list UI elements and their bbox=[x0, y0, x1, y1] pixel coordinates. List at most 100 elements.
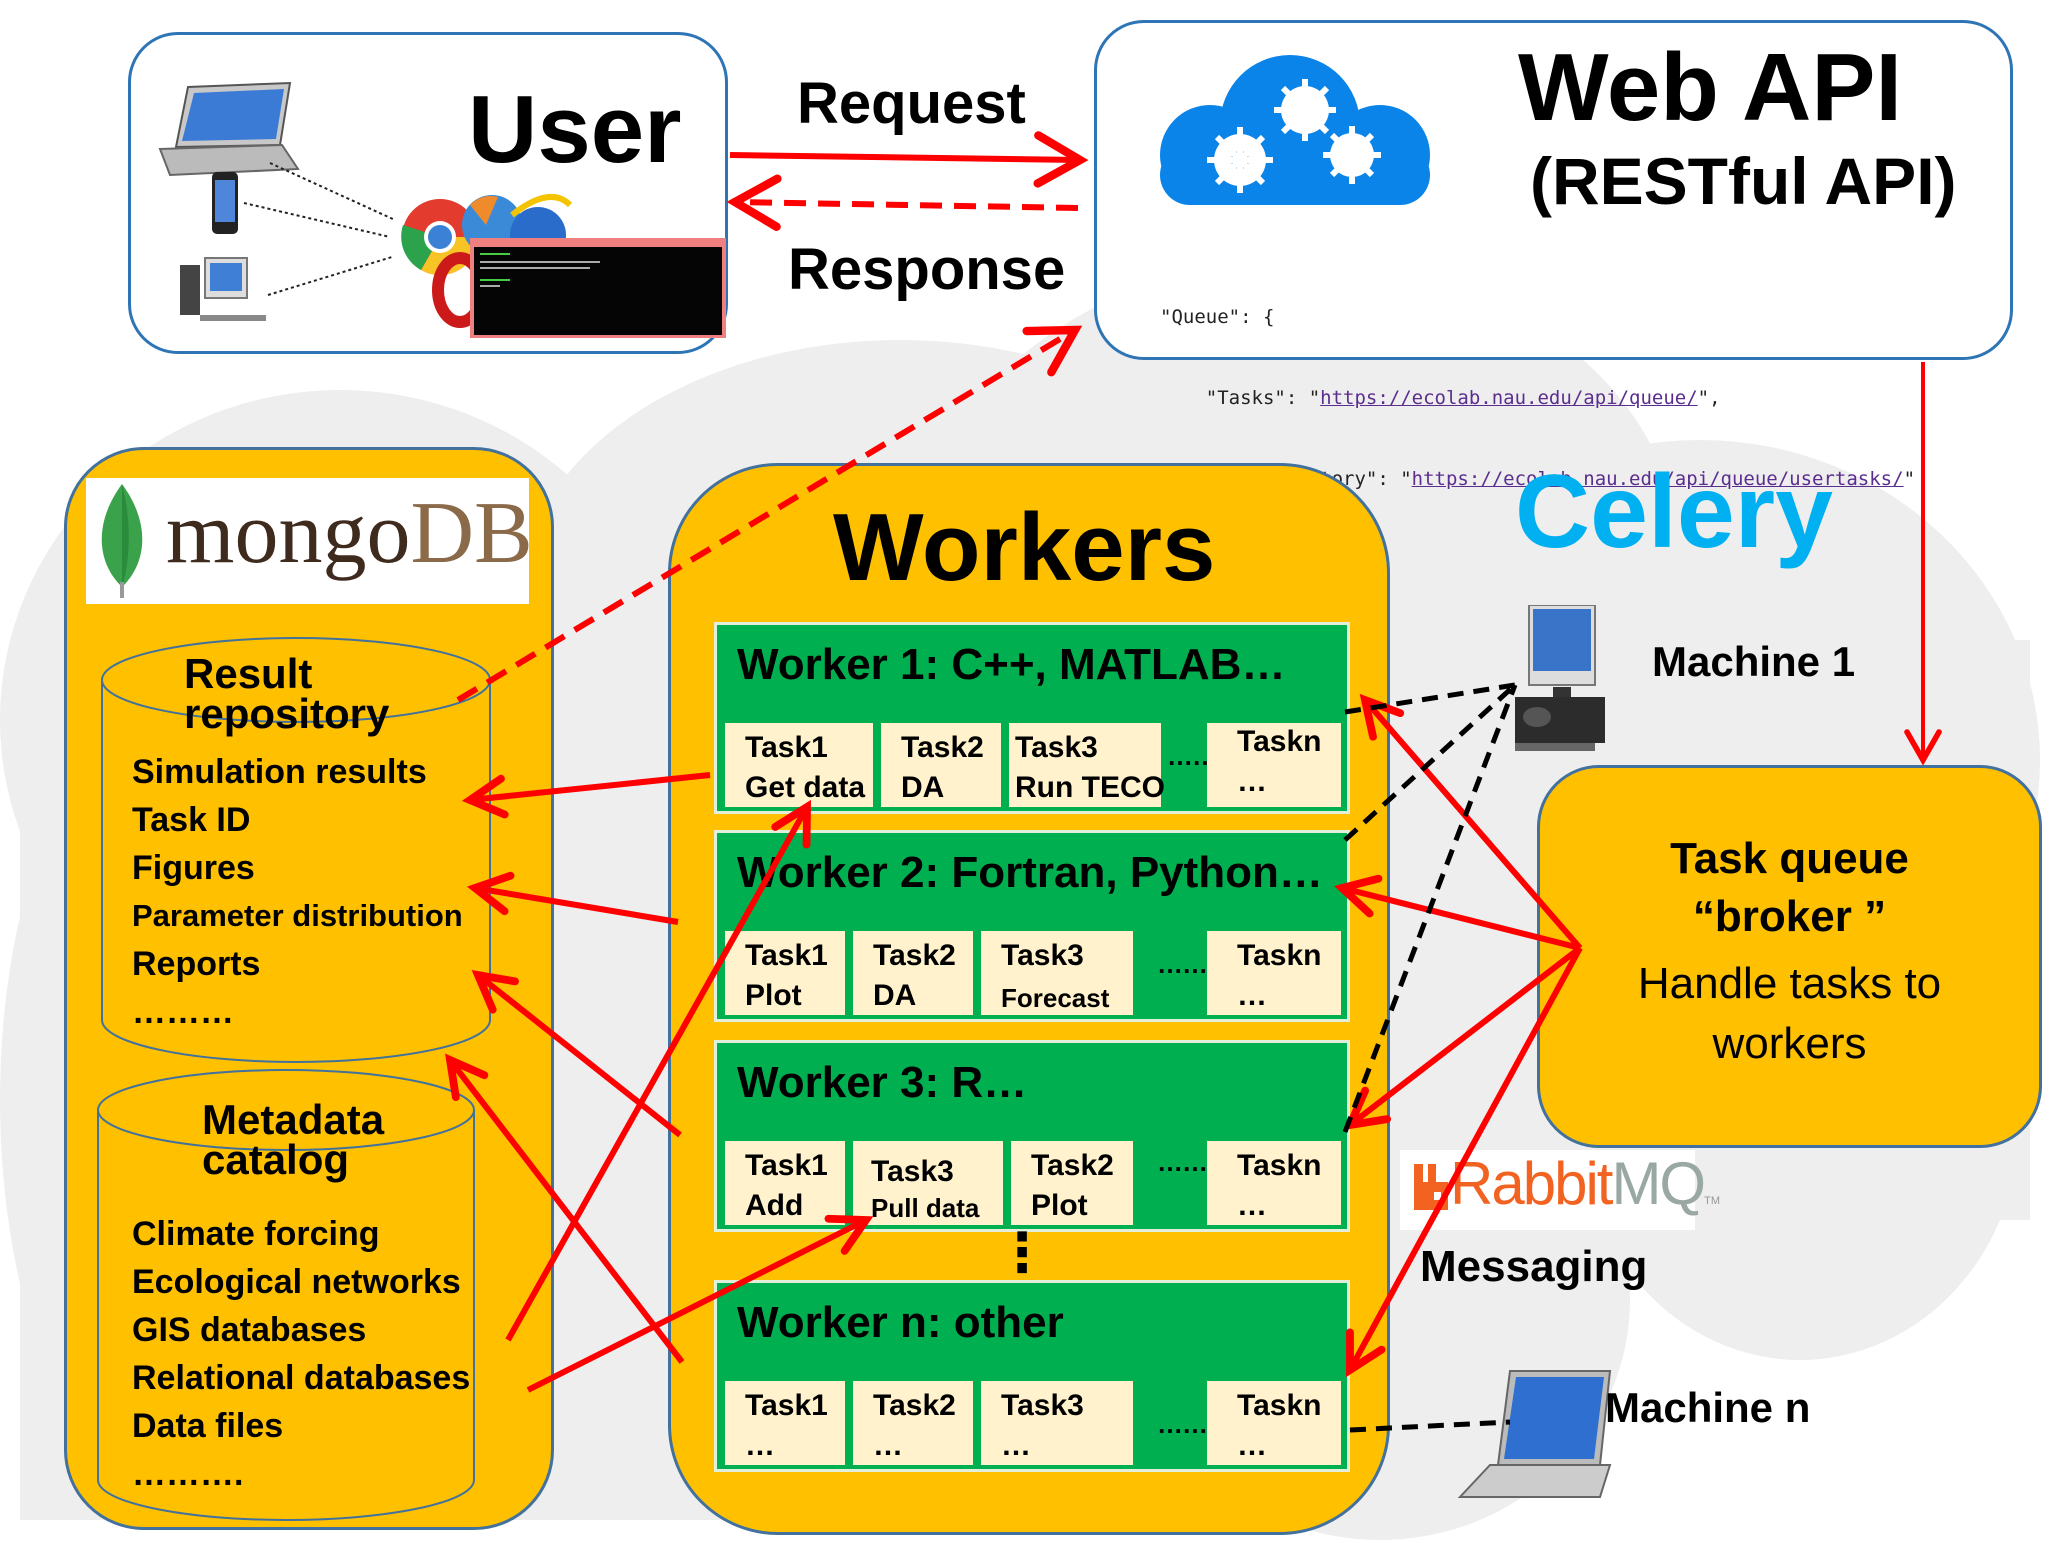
json-punct: ", bbox=[1697, 387, 1721, 409]
tasks-url-link[interactable]: https://ecolab.nau.edu/api/queue/ bbox=[1320, 387, 1698, 409]
result-repository-items: Simulation results Task ID Figures Param… bbox=[132, 748, 463, 1036]
task-card[interactable]: Taskn… bbox=[1207, 931, 1341, 1015]
worker-n: Worker n: other Task1… Task2… Task3… …… … bbox=[714, 1280, 1350, 1472]
task-queue-description-line1: Handle tasks to bbox=[1637, 959, 1942, 1008]
mongodb-logo: mongoDB bbox=[86, 478, 533, 604]
metadata-catalog-items: Climate forcing Ecological networks GIS … bbox=[132, 1210, 470, 1498]
task-card[interactable]: Taskn… bbox=[1207, 1141, 1341, 1225]
metadata-item: Ecological networks bbox=[132, 1263, 461, 1301]
task-desc: Pull data bbox=[871, 1193, 980, 1223]
metadata-catalog-title-line2: catalog bbox=[202, 1136, 350, 1183]
task-desc: … bbox=[1237, 1189, 1267, 1222]
task-card[interactable]: Taskn… bbox=[1207, 723, 1341, 807]
mongodb-logo-text: mongoDB bbox=[166, 490, 533, 578]
task-card[interactable]: Task3 … bbox=[981, 1381, 1133, 1465]
task-desc: … bbox=[1237, 1429, 1267, 1462]
smartphone-icon bbox=[212, 172, 238, 234]
worker-title: Worker 1: C++, MATLAB… bbox=[737, 640, 1286, 689]
result-repository-title-line1: Result bbox=[184, 650, 313, 697]
response-label: Response bbox=[788, 237, 1066, 302]
machine-n-label: Machine n bbox=[1605, 1384, 1811, 1431]
task-desc: … bbox=[873, 1429, 903, 1462]
machine-n-laptop-icon bbox=[1457, 1370, 1612, 1498]
task-name: Taskn bbox=[1237, 725, 1322, 758]
json-key-tasks: "Tasks": " bbox=[1160, 387, 1321, 409]
task-card[interactable]: Taskn… bbox=[1207, 1381, 1341, 1465]
task-name: Task1 bbox=[745, 1389, 828, 1422]
celery-title: Celery bbox=[1515, 454, 1833, 570]
mongodb-leaf-icon bbox=[101, 484, 143, 598]
request-label: Request bbox=[797, 71, 1026, 136]
task-desc: Plot bbox=[1031, 1189, 1088, 1222]
messaging-label: Messaging bbox=[1420, 1242, 1648, 1291]
task-name: Task2 bbox=[873, 1389, 956, 1422]
task-gap-ellipsis: …… bbox=[1157, 1147, 1208, 1177]
rabbitmq-trademark: TM bbox=[1704, 1195, 1720, 1207]
task-card[interactable]: Task1… bbox=[725, 1381, 845, 1465]
metadata-item: Data files bbox=[132, 1407, 284, 1445]
task-desc: Run TECO bbox=[1015, 771, 1165, 804]
workers-title: Workers bbox=[833, 494, 1216, 601]
task-name: Task2 bbox=[901, 731, 984, 764]
rabbitmq-text-b: MQ bbox=[1611, 1150, 1706, 1217]
task-gap-ellipsis: …… bbox=[1157, 1409, 1208, 1439]
task-name: Task1 bbox=[745, 1149, 828, 1182]
result-item: Simulation results bbox=[132, 753, 427, 791]
tasks-history-url-link[interactable]: https://ecolab.nau.edu/api/queue/usertas… bbox=[1411, 468, 1904, 490]
machine-1-desktop-icon bbox=[1515, 605, 1605, 751]
task-name: Task1 bbox=[745, 939, 828, 972]
task-desc: DA bbox=[901, 771, 945, 804]
result-item: Task ID bbox=[132, 801, 251, 839]
worker-title: Worker n: other bbox=[737, 1298, 1064, 1347]
task-desc: … bbox=[1001, 1429, 1031, 1462]
rabbitmq-logo-text: RabbitMQTM bbox=[1450, 1154, 1720, 1214]
task-name: Task2 bbox=[1031, 1149, 1114, 1182]
json-line-tasks: "Tasks": "https://ecolab.nau.edu/api/que… bbox=[1160, 385, 1915, 412]
task-name: Task3 bbox=[1001, 939, 1084, 972]
database-cylinders bbox=[97, 637, 491, 1521]
metadata-catalog-title: Metadata catalog bbox=[202, 1096, 385, 1183]
worker-title: Worker 2: Fortran, Python… bbox=[737, 848, 1323, 897]
web-api-title: Web API bbox=[1518, 34, 1903, 141]
mongodb-logo-text-a: mongo bbox=[166, 485, 411, 582]
desktop-computer-icon bbox=[180, 257, 266, 321]
result-item: Reports bbox=[132, 945, 261, 983]
task-queue-description-line2: workers bbox=[1712, 1019, 1867, 1068]
task-desc: Plot bbox=[745, 979, 802, 1012]
metadata-item: Climate forcing bbox=[132, 1215, 380, 1253]
rabbitmq-icon bbox=[1414, 1164, 1448, 1210]
task-gap-ellipsis: …… bbox=[1157, 949, 1208, 979]
user-title: User bbox=[468, 76, 682, 183]
metadata-item: GIS databases bbox=[132, 1311, 367, 1349]
task-name: Task2 bbox=[873, 939, 956, 972]
task-name: Task1 bbox=[745, 731, 828, 764]
json-punct: " bbox=[1903, 468, 1916, 490]
task-name: Task3 bbox=[1015, 731, 1098, 764]
task-card[interactable]: Task2 … bbox=[853, 1381, 973, 1465]
result-repository-title: Result repository bbox=[184, 650, 389, 735]
task-name: Task3 bbox=[1001, 1389, 1084, 1422]
laptop-icon bbox=[158, 81, 300, 177]
metadata-catalog-title-line1: Metadata bbox=[202, 1096, 385, 1143]
rabbitmq-text-a: Rabbit bbox=[1450, 1150, 1613, 1217]
metadata-catalog-cylinder bbox=[97, 1069, 475, 1521]
metadata-item: ………. bbox=[132, 1455, 244, 1493]
terminal-window-icon bbox=[470, 238, 726, 338]
task-desc: Add bbox=[745, 1189, 804, 1222]
more-workers-ellipsis: ⋮ bbox=[995, 1223, 1049, 1283]
web-api-subtitle: (RESTful API) bbox=[1530, 144, 1957, 218]
result-item: Parameter distribution bbox=[132, 898, 463, 933]
json-line-queue: "Queue": { bbox=[1160, 306, 1275, 328]
result-item: Figures bbox=[132, 849, 255, 887]
mongodb-logo-text-b: DB bbox=[410, 485, 533, 582]
